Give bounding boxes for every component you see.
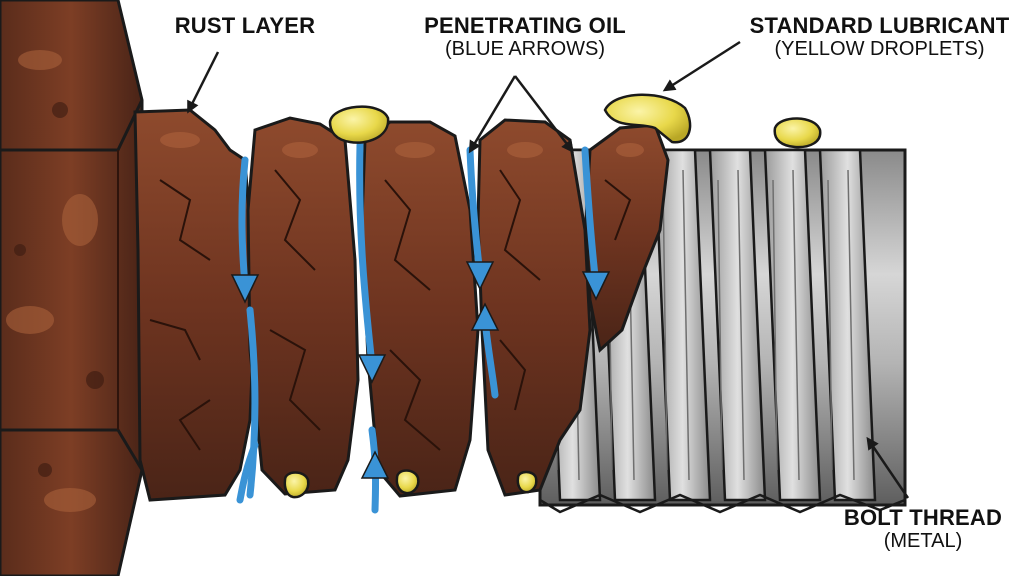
droplet-icon (283, 471, 310, 499)
thread-crest (653, 148, 712, 502)
arrow-icon (514, 75, 574, 153)
rust-layer-label: RUST LAYER (170, 14, 320, 37)
droplet-icon (328, 105, 390, 144)
arrow-icon (357, 354, 387, 384)
thread-crest (763, 148, 822, 502)
arrow-icon (236, 441, 259, 504)
thread-crest (818, 148, 877, 502)
arrow-icon (468, 75, 517, 154)
penetrating-oil-arrowheads (230, 261, 611, 479)
standard-lubricant-label: STANDARD LUBRICANT (YELLOW DROPLETS) (742, 14, 1017, 60)
thread-hatch (717, 169, 745, 481)
bolt-thread-title: BOLT THREAD (843, 505, 1003, 530)
rust-chunks (133, 108, 670, 502)
bolt-head (0, 0, 144, 576)
bolt-thread-subtitle: (METAL) (883, 530, 963, 553)
arrow-icon (581, 271, 611, 301)
arrow-icon (246, 306, 259, 499)
callout-leaders (187, 40, 910, 499)
arrow-icon (360, 450, 390, 479)
droplet-icon (603, 93, 692, 144)
arrow-icon (866, 436, 910, 499)
arrow-icon (238, 156, 249, 289)
penetrating-oil-label: PENETRATING OIL (BLUE ARROWS) (420, 14, 630, 60)
arrow-icon (187, 51, 220, 114)
thread-hatch (662, 169, 690, 481)
rust-layer-title: RUST LAYER (174, 13, 316, 38)
standard-lubricant-subtitle: (YELLOW DROPLETS) (774, 38, 985, 61)
thread-hatch (772, 169, 800, 481)
bolt-thread-label: BOLT THREAD (METAL) (838, 506, 1008, 552)
arrow-icon (662, 40, 741, 92)
arrow-icon (230, 274, 260, 304)
penetrating-oil-title: PENETRATING OIL (424, 13, 626, 38)
arrow-icon (470, 302, 500, 331)
arrow-icon (465, 261, 495, 291)
arrow-icon (356, 141, 376, 369)
droplet-icon (516, 470, 538, 494)
droplet-icon (773, 117, 822, 149)
lubricant-droplets (283, 93, 822, 499)
penetrating-oil-subtitle: (BLUE ARROWS) (444, 38, 606, 61)
standard-lubricant-title: STANDARD LUBRICANT (749, 13, 1010, 38)
thread-crest (708, 148, 767, 502)
droplet-icon (395, 469, 420, 495)
thread-hatch (827, 169, 855, 481)
